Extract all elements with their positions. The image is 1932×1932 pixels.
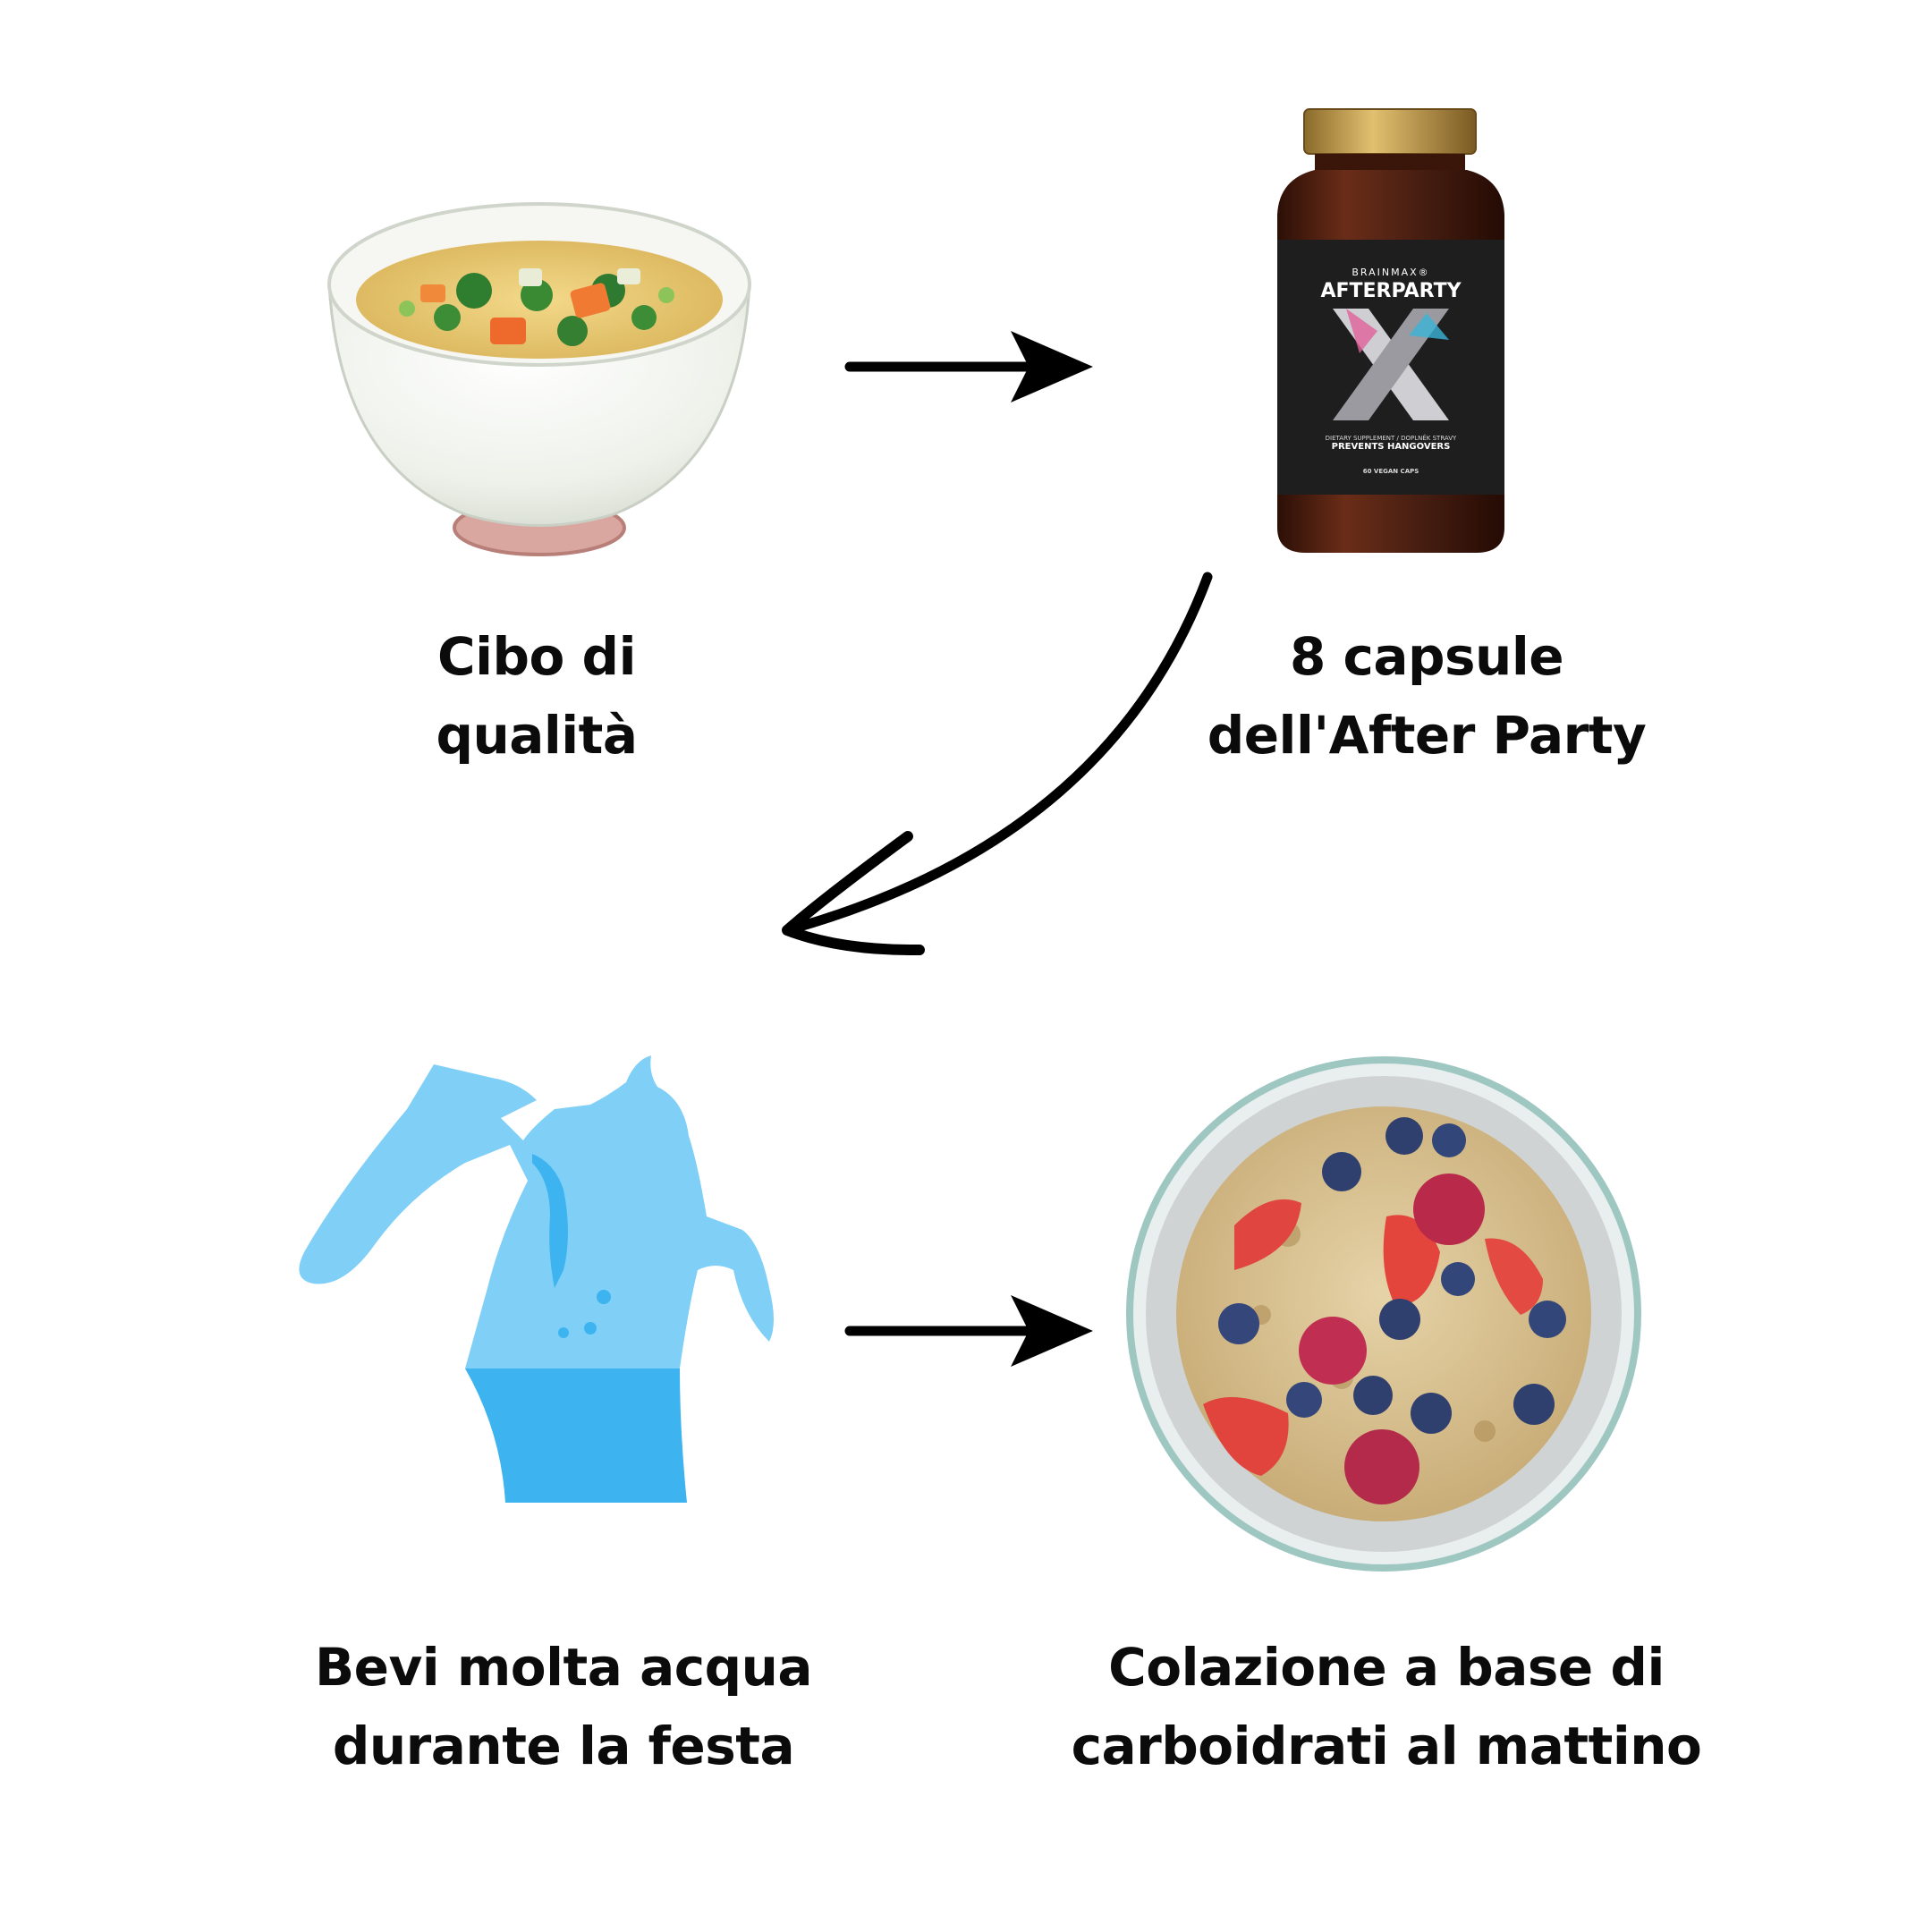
arrow-right-icon-2 [844,1295,1093,1367]
bottle-subtitle: DIETARY SUPPLEMENT / DOPLNĚK STRAVY [1325,435,1457,442]
caption-step-4-line-1: Colazione a base di [1108,1637,1665,1698]
drinking-water-icon [299,1055,774,1503]
caption-step-3-line-1: Bevi molta acqua [314,1637,813,1698]
caption-step-1: Cibo di qualità [268,617,805,775]
bottle-count: 60 VEGAN CAPS [1362,468,1419,475]
bottle-claim: PREVENTS HANGOVERS [1331,442,1451,452]
caption-step-4-line-2: carboidrati al mattino [1071,1716,1702,1776]
bottle-brand: BRAINMAX® [1352,267,1430,278]
caption-step-2: 8 capsule dell'After Party [1069,617,1784,775]
caption-step-1-line-2: qualità [436,705,638,766]
oatmeal-berries-icon [1126,1056,1641,1572]
bottle-product: AFTERPARTY [1320,280,1462,302]
curved-arrow-icon [782,572,1213,956]
bottle-label: BRAINMAX® AFTERPARTY [1277,267,1504,302]
caption-step-2-line-2: dell'After Party [1207,705,1647,766]
soup-bowl-icon [327,202,751,556]
bottle-x-logo [1333,309,1449,420]
caption-step-2-line-1: 8 capsule [1289,626,1564,687]
caption-step-3: Bevi molta acqua durante la festa [206,1628,921,1785]
caption-step-4: Colazione a base di carboidrati al matti… [1029,1628,1744,1785]
caption-step-1-line-1: Cibo di [437,626,636,687]
bottle-label-bottom: DIETARY SUPPLEMENT / DOPLNĚK STRAVY PREV… [1277,435,1504,475]
supplement-bottle-icon [1277,108,1504,553]
arrow-right-icon [844,331,1093,402]
caption-step-3-line-2: durante la festa [332,1716,795,1776]
